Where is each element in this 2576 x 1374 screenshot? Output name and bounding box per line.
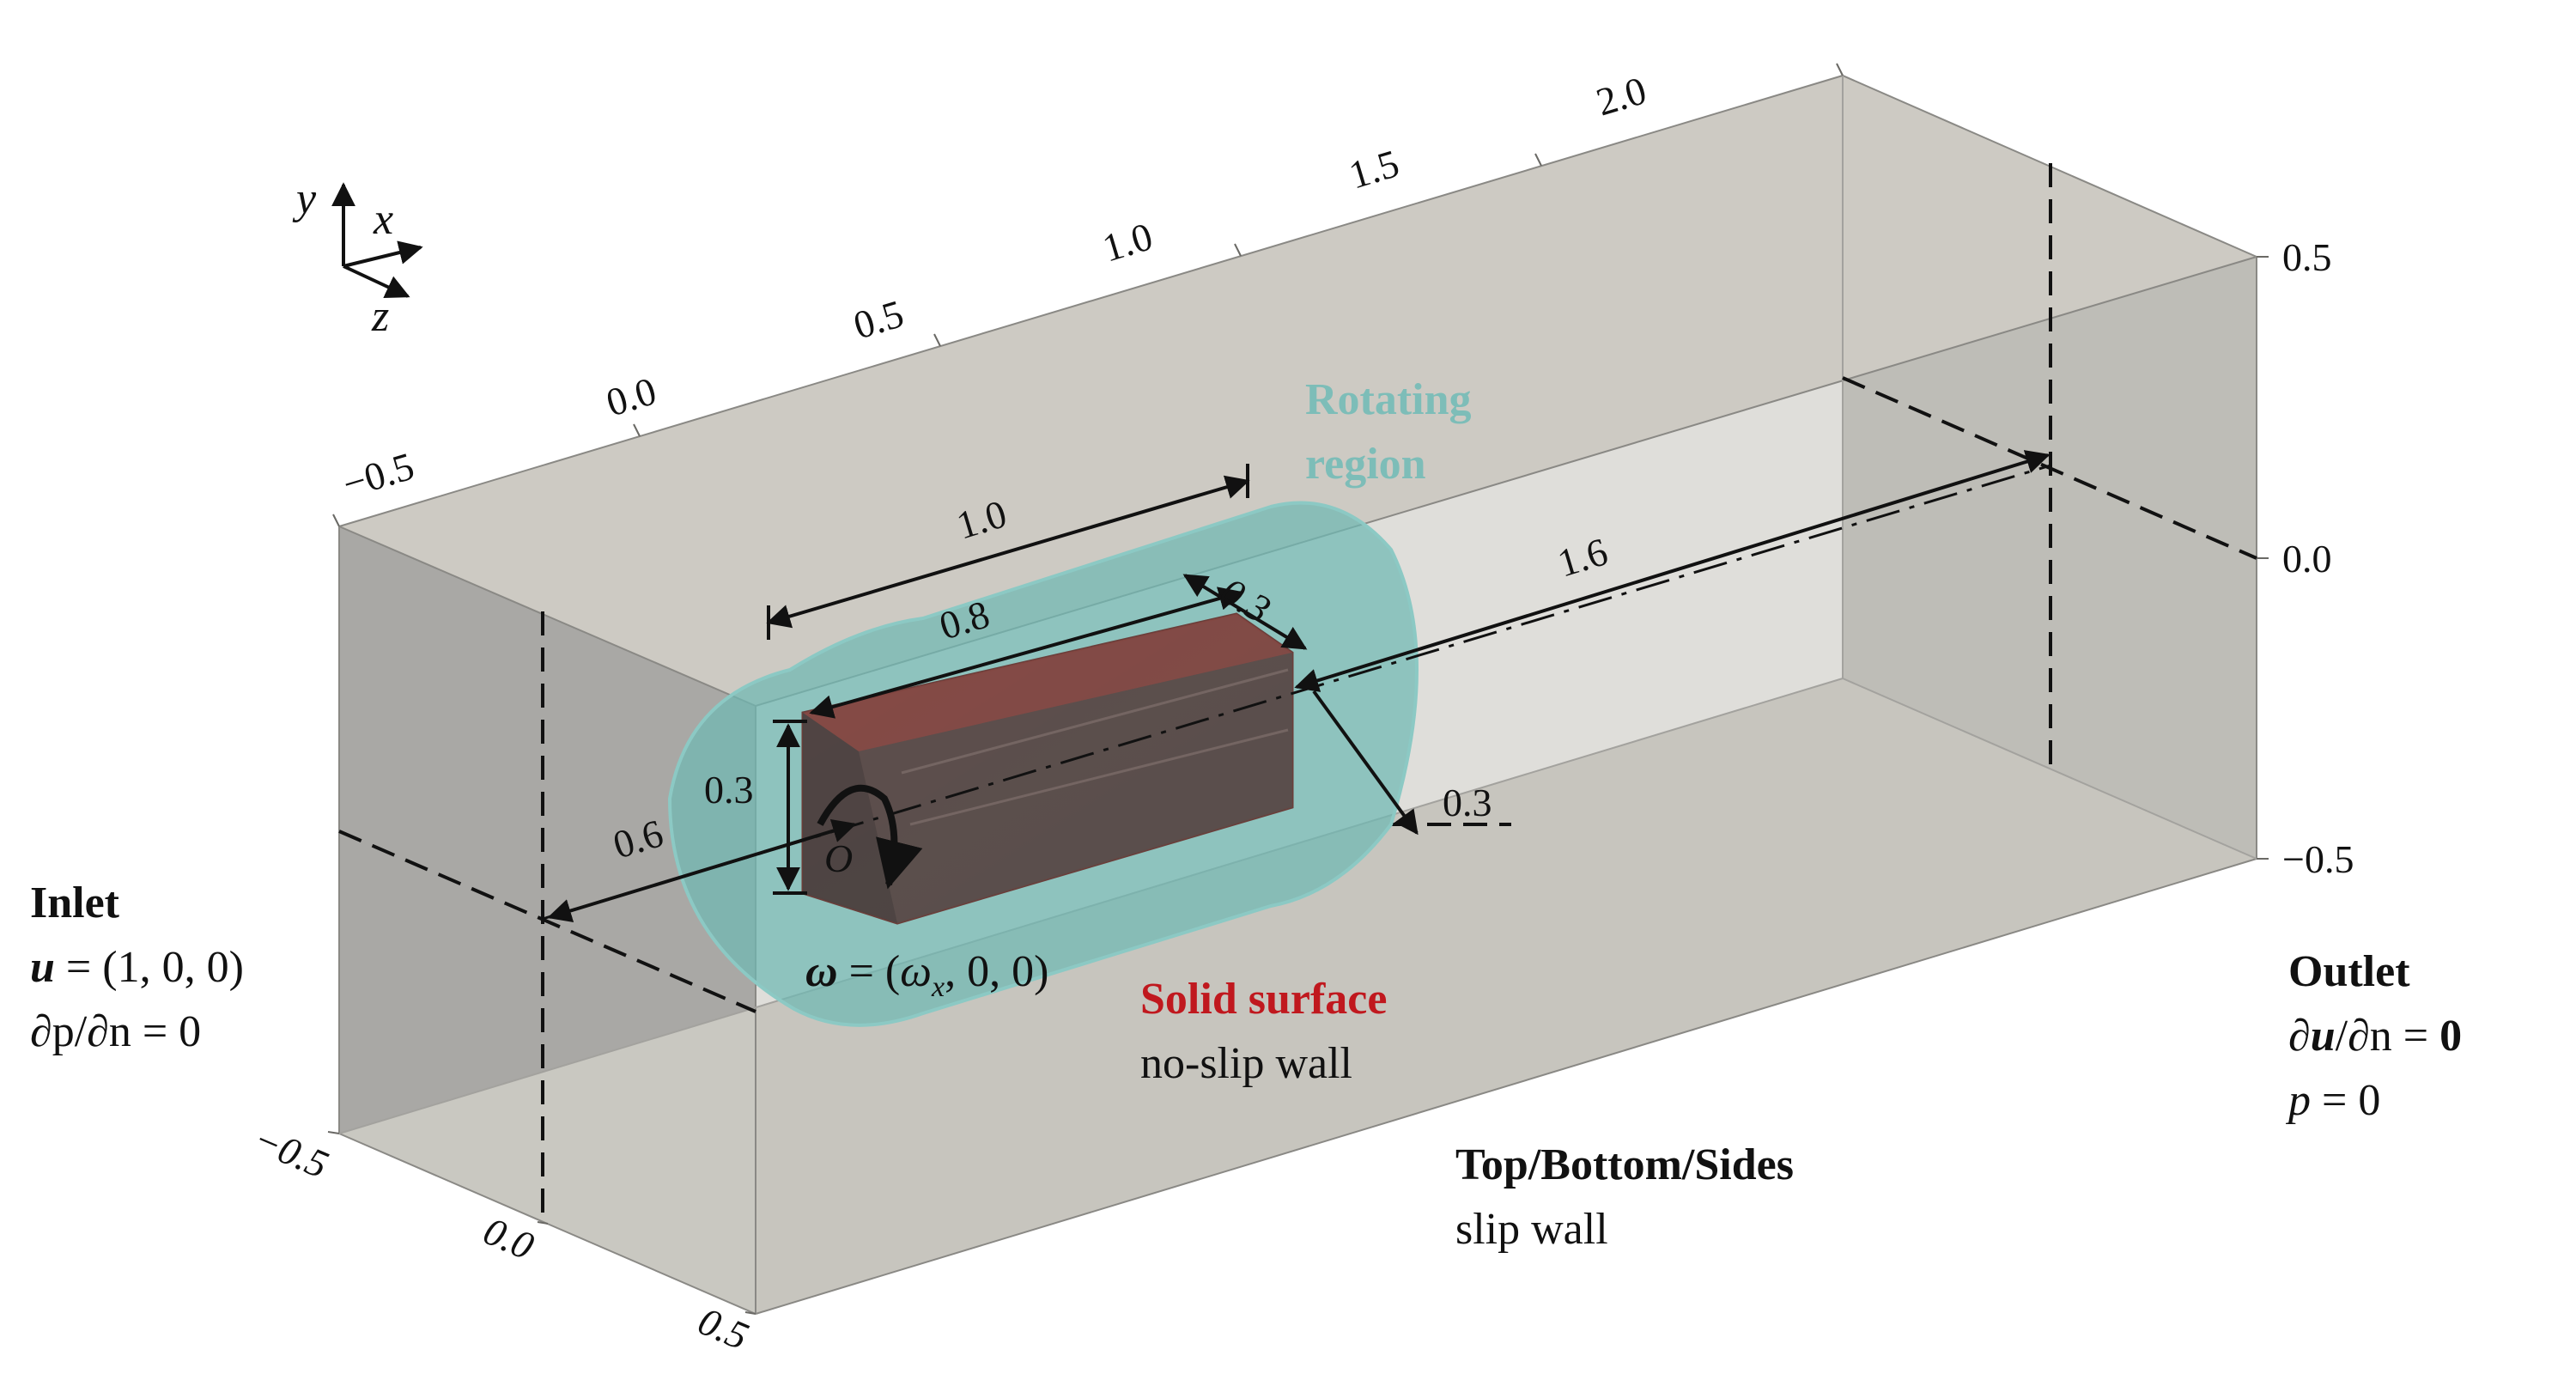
y-tick-label: 0.5 (2282, 235, 2332, 279)
dimension-arrows (547, 450, 2050, 923)
x-tick-label: 0.5 (848, 291, 908, 347)
inlet-velocity: u = (1, 0, 0) (30, 943, 244, 992)
omega-label: ω = (ωx, 0, 0) (805, 947, 1048, 1003)
inlet-annotation: Inlet u = (1, 0, 0) ∂p/∂n = 0 (30, 879, 244, 1056)
inlet-u-symbol: u (30, 943, 55, 992)
triad-y-label: y (292, 174, 317, 223)
outlet-title: Outlet (2288, 947, 2410, 996)
x-tick-label: 1.0 (1097, 214, 1157, 270)
rotating-region-line2: region (1305, 440, 1426, 489)
x-tick-label: 1.5 (1344, 141, 1404, 197)
rotating-region-label: Rotating region (1305, 375, 1483, 489)
outlet-du-prefix: ∂ (2288, 1012, 2311, 1061)
omega-eq: = ( (838, 947, 901, 996)
rotation-arrow (817, 784, 923, 890)
dim-solid-height: 0.3 (704, 768, 754, 812)
inlet-pressure: ∂p/∂n = 0 (30, 1007, 201, 1056)
solid-surface-title: Solid surface (1140, 975, 1387, 1024)
z-tick-label: 0.0 (477, 1208, 540, 1268)
outlet-p-value: = 0 (2311, 1076, 2380, 1125)
y-tick-label: 0.0 (2282, 537, 2332, 581)
y-tick-label: −0.5 (2282, 837, 2354, 881)
rotating-region-line1: Rotating (1305, 375, 1472, 424)
x-tick-label: −0.5 (337, 444, 419, 507)
omega-symbol: ω (805, 947, 838, 996)
walls-title: Top/Bottom/Sides (1455, 1140, 1794, 1189)
triad-x-label: x (373, 195, 393, 244)
dim-rotating-radius: 0.3 (1443, 781, 1492, 824)
outlet-u-symbol: u (2311, 1012, 2336, 1061)
y-axis-tick-labels: 0.5 0.0 −0.5 (2282, 235, 2354, 881)
inlet-u-value: = (1, 0, 0) (55, 943, 244, 992)
outlet-annotation: Outlet ∂u/∂n = 0 p = 0 (2285, 947, 2462, 1125)
outlet-velocity: ∂u/∂n = 0 (2288, 1012, 2462, 1061)
outlet-du-mid: /∂n = (2336, 1012, 2439, 1061)
x-tick-label: 2.0 (1591, 68, 1651, 124)
walls-sub: slip wall (1455, 1205, 1608, 1254)
x-tick-label: 0.0 (601, 368, 661, 424)
omega-sub-symbol: ω (900, 947, 932, 996)
outlet-du-zero: 0 (2439, 1012, 2462, 1061)
omega-tail: , 0, 0) (945, 947, 1048, 996)
z-tick-label: −0.5 (247, 1116, 334, 1187)
outlet-pressure: p = 0 (2285, 1076, 2380, 1125)
axes-triad (331, 182, 423, 299)
omega-subscript: x (931, 971, 945, 1003)
outlet-p-symbol: p (2285, 1076, 2311, 1125)
triad-z-label: z (371, 292, 389, 341)
inlet-title: Inlet (30, 879, 120, 927)
origin-label: O (824, 836, 853, 880)
tick-marks (327, 63, 2269, 1315)
solid-surface-sub: no-slip wall (1140, 1039, 1352, 1088)
